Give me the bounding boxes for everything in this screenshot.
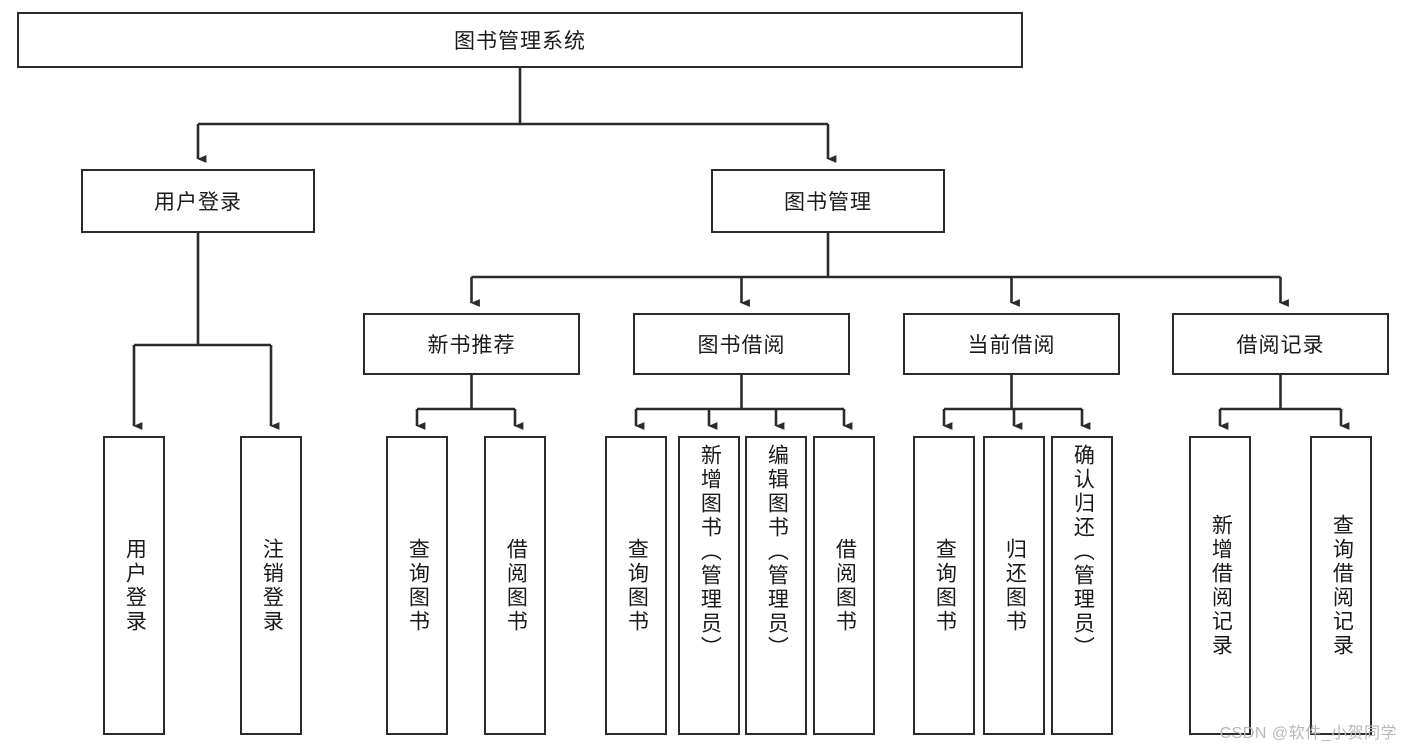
node-label: 查询借阅记录 [1330,513,1354,658]
node-leaf-return-book[interactable]: 归还图书 [983,436,1045,735]
node-label: 新增借阅记录 [1209,513,1233,658]
node-leaf-query-book-borrow[interactable]: 查询图书 [605,436,667,735]
node-label: 查询图书 [625,537,649,634]
node-new-book-recommend[interactable]: 新书推荐 [363,313,580,375]
csdn-watermark: CSDN @软件_小贺同学 [1219,725,1397,742]
node-label: 确认归还（管理员） [1071,444,1095,660]
node-leaf-borrow-book-recommend[interactable]: 借阅图书 [484,436,546,735]
node-label: 查询图书 [406,537,430,634]
node-label: 图书借阅 [697,334,786,357]
node-leaf-add-book[interactable]: 新增图书（管理员） [678,436,740,735]
node-leaf-logout-login[interactable]: 注销登录 [240,436,302,735]
node-user-login[interactable]: 用户登录 [81,169,315,233]
node-label: 借阅图书 [504,537,528,634]
node-leaf-add-borrow-record[interactable]: 新增借阅记录 [1189,436,1251,735]
node-label: 用户登录 [123,537,147,634]
node-label: 用户登录 [154,191,242,214]
node-label: 当前借阅 [967,334,1056,357]
node-root[interactable]: 图书管理系统 [17,12,1023,68]
node-borrow-record[interactable]: 借阅记录 [1172,313,1389,375]
node-label: 查询图书 [933,537,957,634]
node-label: 归还图书 [1003,537,1027,634]
node-leaf-query-book-current[interactable]: 查询图书 [913,436,975,735]
node-current-borrow[interactable]: 当前借阅 [903,313,1120,375]
node-leaf-edit-book[interactable]: 编辑图书（管理员） [745,436,807,735]
node-label: 图书管理系统 [454,30,586,53]
node-leaf-user-login[interactable]: 用户登录 [103,436,165,735]
node-label: 新书推荐 [427,334,516,357]
node-label: 借阅记录 [1236,334,1325,357]
node-label: 编辑图书（管理员） [765,444,789,660]
node-leaf-borrow-book[interactable]: 借阅图书 [813,436,875,735]
node-label: 借阅图书 [833,537,857,634]
node-label: 新增图书（管理员） [698,444,722,660]
node-leaf-query-borrow-record[interactable]: 查询借阅记录 [1310,436,1372,735]
node-book-borrow[interactable]: 图书借阅 [633,313,850,375]
node-book-manage[interactable]: 图书管理 [711,169,945,233]
node-label: 图书管理 [784,191,872,214]
node-leaf-query-book-recommend[interactable]: 查询图书 [386,436,448,735]
node-label: 注销登录 [260,537,284,634]
node-leaf-confirm-return[interactable]: 确认归还（管理员） [1051,436,1113,735]
